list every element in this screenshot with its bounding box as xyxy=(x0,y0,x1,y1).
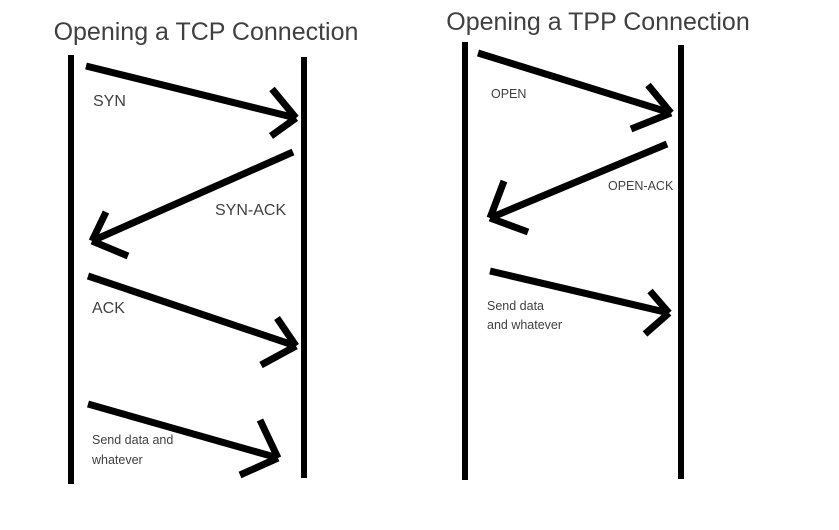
diagram-tcp: Opening a TCP Connection SYN SYN-ACK ACK xyxy=(54,18,359,484)
tcp-message-syn-ack: SYN-ACK xyxy=(88,148,295,260)
tcp-send-data-label-line2: whatever xyxy=(91,453,143,467)
tcp-syn-arrowhead-lower xyxy=(268,115,299,139)
tpp-open-ack-label: OPEN-ACK xyxy=(608,179,674,193)
tcp-syn-arrow-shaft xyxy=(85,62,297,122)
tcp-message-ack: ACK xyxy=(86,272,299,369)
tcp-message-send-data: Send data and whatever xyxy=(87,400,282,479)
tcp-ack-arrow-shaft xyxy=(86,272,298,350)
tcp-ack-arrowhead-lower xyxy=(259,342,298,369)
tpp-open-ack-arrowhead-upper xyxy=(486,179,508,220)
tpp-open-arrowhead-lower xyxy=(629,109,673,133)
tpp-open-label: OPEN xyxy=(491,87,526,101)
tcp-message-syn: SYN xyxy=(85,62,299,139)
tcp-send-data-label-line1: Send data and xyxy=(92,433,173,447)
tcp-ack-arrowhead-upper xyxy=(274,316,299,348)
tpp-send-data-label-line2: and whatever xyxy=(487,318,562,332)
tpp-message-open-ack: OPEN-ACK xyxy=(486,140,674,236)
diagram-title-tpp: Opening a TPP Connection xyxy=(446,8,749,36)
tpp-send-data-label-line1: Send data xyxy=(487,299,544,313)
tpp-send-data-arrow-shaft xyxy=(489,267,670,317)
tcp-ack-label: ACK xyxy=(92,300,125,317)
tpp-send-data-arrowhead-lower xyxy=(642,310,672,337)
tcp-send-data-arrowhead-upper xyxy=(256,418,282,460)
tpp-message-open: OPEN xyxy=(476,49,674,133)
tcp-syn-ack-label: SYN-ACK xyxy=(215,202,286,219)
tcp-syn-ack-arrowhead-lower xyxy=(90,237,130,260)
diagram-tpp: Opening a TPP Connection OPEN OPEN-ACK S… xyxy=(446,8,750,480)
tpp-open-arrow-shaft xyxy=(476,49,673,117)
diagram-title-tcp: Opening a TCP Connection xyxy=(54,18,359,46)
tcp-syn-ack-arrow-shaft xyxy=(90,148,295,245)
tcp-send-data-arrowhead-lower xyxy=(238,454,280,479)
tpp-open-arrowhead-upper xyxy=(645,82,674,116)
tcp-syn-arrowhead-upper xyxy=(269,86,299,121)
tpp-send-data-arrowhead-upper xyxy=(647,288,672,316)
tcp-send-data-arrow-shaft xyxy=(87,400,279,462)
tcp-syn-ack-arrowhead-upper xyxy=(88,210,110,243)
tcp-syn-label: SYN xyxy=(93,93,126,110)
tpp-open-ack-arrowhead-lower xyxy=(488,214,530,236)
tpp-open-ack-arrow-shaft xyxy=(488,140,669,222)
tpp-message-send-data: Send data and whatever xyxy=(487,267,672,337)
